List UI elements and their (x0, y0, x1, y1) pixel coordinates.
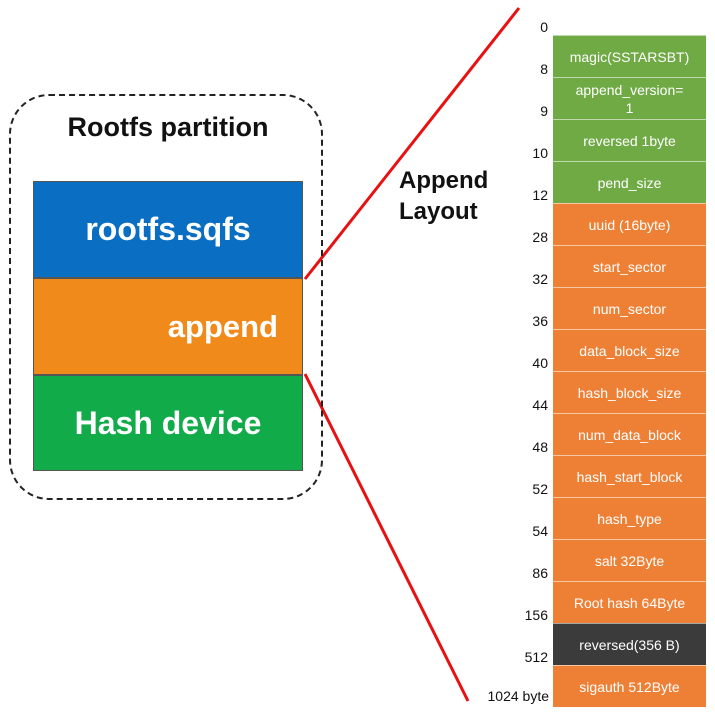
offset-label: 9 (540, 103, 548, 119)
connector-bottom-line (303, 373, 470, 702)
offset-label: 86 (532, 565, 548, 581)
offset-label: 10 (532, 145, 548, 161)
layout-field-label: hash_block_size (577, 384, 682, 401)
partition-title: Rootfs partition (67, 112, 269, 142)
offset-label: 32 (532, 271, 548, 287)
offset-label: 36 (532, 313, 548, 329)
segment-rootfs: rootfs.sqfs (33, 181, 303, 278)
layout-field: hash_start_block (553, 455, 706, 497)
layout-field-label: uuid (16byte) (588, 216, 671, 233)
offset-label: 52 (532, 481, 548, 497)
layout-field-label: append_version= 1 (575, 81, 684, 116)
layout-field: Root hash 64Byte (553, 581, 706, 623)
layout-field: hash_type (553, 497, 706, 539)
layout-field-label: start_sector (592, 258, 667, 275)
layout-field-label: reversed 1byte (583, 132, 676, 149)
layout-field: magic(SSTARSBT) (553, 35, 706, 77)
append-layout-title: Append Layout (399, 165, 488, 227)
layout-field-label: Root hash 64Byte (573, 594, 686, 611)
layout-field: uuid (16byte) (553, 203, 706, 245)
offset-label: 12 (532, 187, 548, 203)
offset-label: 40 (532, 355, 548, 371)
layout-field: append_version= 1 (553, 77, 706, 119)
layout-field-label: data_block_size (579, 342, 680, 359)
layout-field: reversed 1byte (553, 119, 706, 161)
offset-label: 48 (532, 439, 548, 455)
layout-field-label: magic(SSTARSBT) (569, 48, 690, 65)
layout-field: pend_size (553, 161, 706, 203)
layout-field-label: num_data_block (578, 426, 681, 443)
layout-field-label: salt 32Byte (594, 552, 665, 569)
layout-field: data_block_size (553, 329, 706, 371)
layout-field: start_sector (553, 245, 706, 287)
layout-field: sigauth 512Byte (553, 665, 706, 707)
offset-label: 54 (532, 523, 548, 539)
layout-field-label: num_sector (592, 300, 667, 317)
connector-top-line (303, 7, 521, 280)
rootfs-partition-outline (9, 94, 323, 500)
layout-field-label: hash_type (597, 510, 662, 527)
layout-title-line2: Layout (399, 198, 478, 225)
layout-field-label: pend_size (597, 174, 662, 191)
layout-end-label: 1024 byte (487, 688, 550, 704)
offset-label: 156 (524, 607, 548, 623)
layout-field-label: sigauth 512Byte (579, 678, 680, 695)
layout-field: salt 32Byte (553, 539, 706, 581)
layout-field: num_sector (553, 287, 706, 329)
offset-label: 8 (540, 61, 548, 77)
layout-field-label: hash_start_block (576, 468, 683, 485)
layout-field-label: reversed(356 B) (579, 636, 680, 653)
layout-field: hash_block_size (553, 371, 706, 413)
offset-label: 0 (540, 19, 548, 35)
layout-title-line1: Append (399, 167, 489, 194)
layout-field: num_data_block (553, 413, 706, 455)
layout-field: reversed(356 B) (553, 623, 706, 665)
offset-label: 44 (532, 397, 548, 413)
segment-hash-device: Hash device (33, 375, 303, 471)
offset-label: 28 (532, 229, 548, 245)
offset-label: 512 (524, 649, 548, 665)
segment-append: append (33, 278, 303, 375)
